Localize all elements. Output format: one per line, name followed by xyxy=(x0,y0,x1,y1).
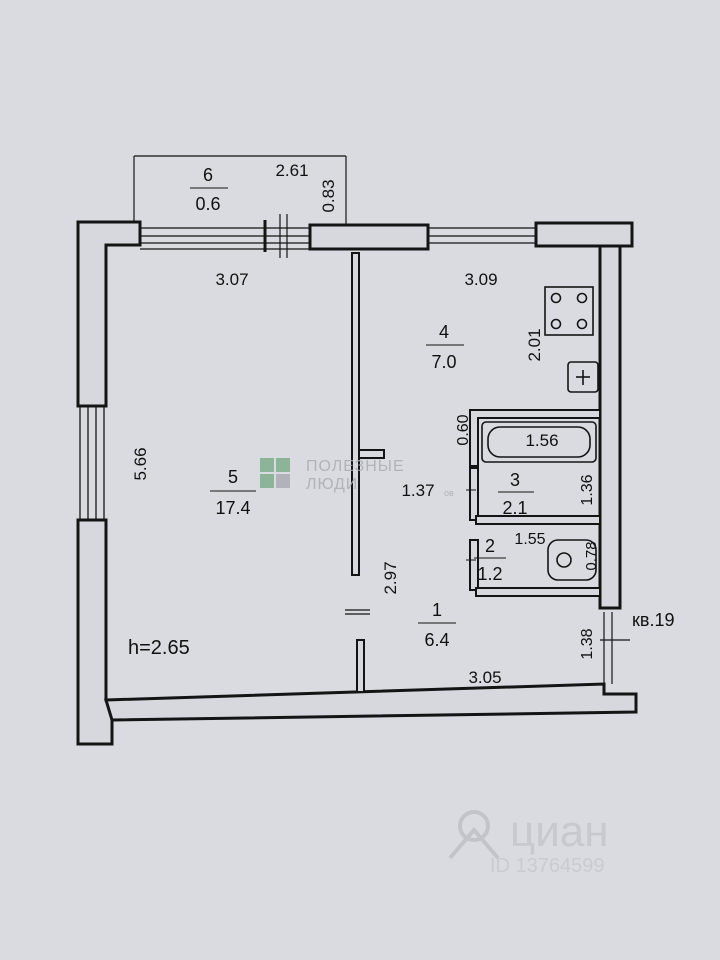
ceiling-height: h=2.65 xyxy=(128,637,190,659)
partitions xyxy=(351,252,601,693)
dim-entry: 1.38 xyxy=(579,628,596,659)
dim-room5-length: 5.66 xyxy=(131,447,150,480)
room-3-number: 3 xyxy=(510,470,520,490)
cian-logo-icon xyxy=(448,810,500,860)
wall-left-upper xyxy=(76,220,142,408)
agency-watermark: ПОЛЕЗНЫЕ ЛЮДИ ов xyxy=(260,458,454,498)
room-5-number: 5 xyxy=(228,467,238,487)
dim-hall-length: 2.97 xyxy=(381,561,400,594)
room-6-number: 6 xyxy=(203,165,213,185)
window-top-right xyxy=(428,227,536,244)
dim-room5-width: 3.07 xyxy=(215,270,248,289)
apartment-label: кв.19 xyxy=(632,610,674,630)
cian-id: ID 13764599 xyxy=(490,855,605,877)
bathtub-icon xyxy=(481,421,597,463)
dim-balcony-width: 2.61 xyxy=(275,161,308,180)
toilet-icon xyxy=(547,539,597,581)
wall-top-middle xyxy=(308,223,430,251)
room-6-area: 0.6 xyxy=(195,194,220,214)
room-labels: 6 0.6 4 7.0 5 17.4 3 2.1 2 1.2 1 6.4 xyxy=(190,165,534,650)
room-3-area: 2.1 xyxy=(502,498,527,518)
balcony-outline xyxy=(133,155,347,226)
stove-icon xyxy=(544,286,594,336)
window-top-left xyxy=(140,227,310,250)
room-5-area: 17.4 xyxy=(215,498,250,518)
watermark-suffix: ов xyxy=(444,488,454,498)
balcony-door xyxy=(263,214,288,258)
door-marks xyxy=(345,609,630,684)
room-1-number: 1 xyxy=(432,600,442,620)
sink-icon xyxy=(567,361,599,393)
wall-bottom xyxy=(104,682,638,722)
dim-hall-width: 1.37 xyxy=(401,481,434,500)
wall-left-lower xyxy=(76,518,114,746)
watermark-line2: ЛЮДИ xyxy=(306,476,358,493)
cian-watermark: циан ID 13764599 xyxy=(448,807,609,877)
partition-vertical xyxy=(351,252,360,576)
dim-balcony-depth: 0.83 xyxy=(319,179,338,212)
wall-right xyxy=(598,244,622,610)
room-2-number: 2 xyxy=(485,536,495,556)
room-4-number: 4 xyxy=(439,322,449,342)
dim-bathtub: 1.56 xyxy=(525,431,558,450)
window-left xyxy=(79,406,105,520)
cian-brand: циан xyxy=(510,807,609,856)
dimension-lines xyxy=(466,489,476,561)
walls xyxy=(76,220,638,746)
dim-wc-width: 1.55 xyxy=(514,531,545,548)
wall-top-right xyxy=(534,221,634,248)
room-4-area: 7.0 xyxy=(431,352,456,372)
dimension-labels: 2.61 0.83 3.07 3.09 2.01 5.66 0.60 1.56 … xyxy=(131,161,600,687)
dim-hall-bottom: 3.05 xyxy=(468,668,501,687)
dim-bath-depth: 1.36 xyxy=(579,474,596,505)
room-1-area: 6.4 xyxy=(424,630,449,650)
dim-wc-depth: 0.78 xyxy=(583,541,600,570)
partition-vertical-lower xyxy=(356,639,365,693)
dim-partition: 0.60 xyxy=(455,414,472,445)
dim-room4-width: 3.09 xyxy=(464,270,497,289)
dim-room4-depth: 2.01 xyxy=(525,328,544,361)
watermark-logo-icon xyxy=(260,458,290,488)
watermark-line1: ПОЛЕЗНЫЕ xyxy=(306,458,405,475)
room-2-area: 1.2 xyxy=(477,564,502,584)
